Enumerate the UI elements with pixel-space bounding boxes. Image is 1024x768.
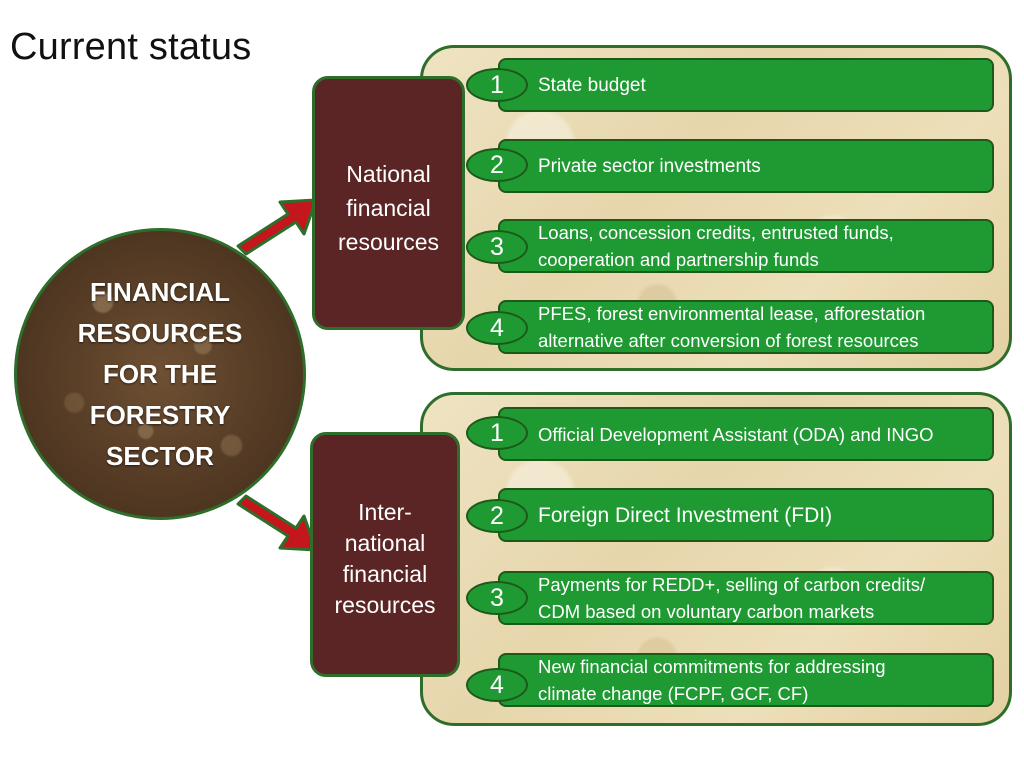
number-badge: 3	[466, 581, 528, 615]
item-text: Official Development Assistant (ODA) and…	[538, 423, 934, 445]
category-label: Inter- national financial resources	[334, 499, 436, 618]
number-badge: 4	[466, 311, 528, 345]
item-text: New financial commitments for addressing…	[538, 656, 886, 704]
number-badge: 1	[466, 416, 528, 450]
national-item-2: Private sector investments	[498, 139, 994, 193]
international-item-1: Official Development Assistant (ODA) and…	[498, 407, 994, 461]
national-item-1: State budget	[498, 58, 994, 112]
international-item-2: Foreign Direct Investment (FDI)	[498, 488, 994, 542]
page-title: Current status	[10, 26, 252, 68]
number-badge: 4	[466, 668, 528, 702]
number-badge: 2	[466, 499, 528, 533]
international-item-3: Payments for REDD+, selling of carbon cr…	[498, 571, 994, 625]
national-item-3: Loans, concession credits, entrusted fun…	[498, 219, 994, 273]
national-item-4: PFES, forest environmental lease, affore…	[498, 300, 994, 354]
number-badge: 3	[466, 230, 528, 264]
item-text: Payments for REDD+, selling of carbon cr…	[538, 574, 926, 622]
financial-resources-circle: FINANCIAL RESOURCES FOR THE FORESTRY SEC…	[14, 228, 306, 520]
arrow-to-national-icon	[236, 198, 318, 256]
item-text: Foreign Direct Investment (FDI)	[538, 503, 833, 527]
number-badge: 2	[466, 148, 528, 182]
category-label: National financial resources	[338, 161, 439, 255]
item-text: State budget	[538, 74, 646, 96]
item-text: PFES, forest environmental lease, affore…	[538, 303, 926, 351]
item-text: Loans, concession credits, entrusted fun…	[538, 222, 894, 270]
number-badge: 1	[466, 68, 528, 102]
international-financial-resources-box: Inter- national financial resources	[310, 432, 460, 677]
circle-label: FINANCIAL RESOURCES FOR THE FORESTRY SEC…	[77, 276, 243, 471]
international-item-4: New financial commitments for addressing…	[498, 653, 994, 707]
item-text: Private sector investments	[538, 155, 761, 177]
national-financial-resources-box: National financial resources	[312, 76, 465, 330]
